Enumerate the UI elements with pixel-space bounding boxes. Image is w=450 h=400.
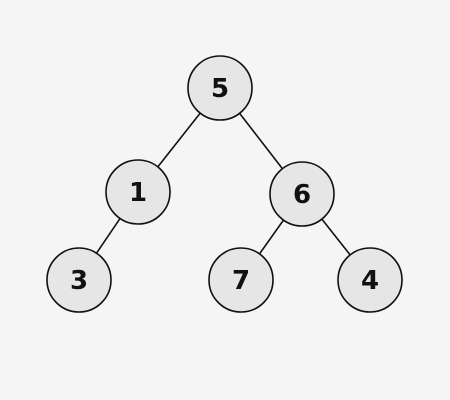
tree-node-6: 6 — [269, 161, 335, 227]
node-label: 3 — [70, 266, 88, 296]
tree-node-5: 5 — [187, 55, 253, 121]
node-circle — [105, 159, 171, 225]
tree-node-1: 1 — [105, 159, 171, 225]
nodes-layer: 5 1 6 3 7 4 — [46, 55, 403, 313]
node-label: 6 — [293, 180, 311, 210]
node-label: 1 — [129, 178, 147, 208]
node-circle — [187, 55, 253, 121]
tree-node-7: 7 — [208, 247, 274, 313]
tree-node-3: 3 — [46, 247, 112, 313]
node-label: 7 — [232, 266, 250, 296]
tree-node-4: 4 — [337, 247, 403, 313]
node-circle — [208, 247, 274, 313]
node-label: 4 — [361, 266, 379, 296]
node-circle — [337, 247, 403, 313]
node-circle — [46, 247, 112, 313]
node-circle — [269, 161, 335, 227]
node-label: 5 — [211, 74, 229, 104]
